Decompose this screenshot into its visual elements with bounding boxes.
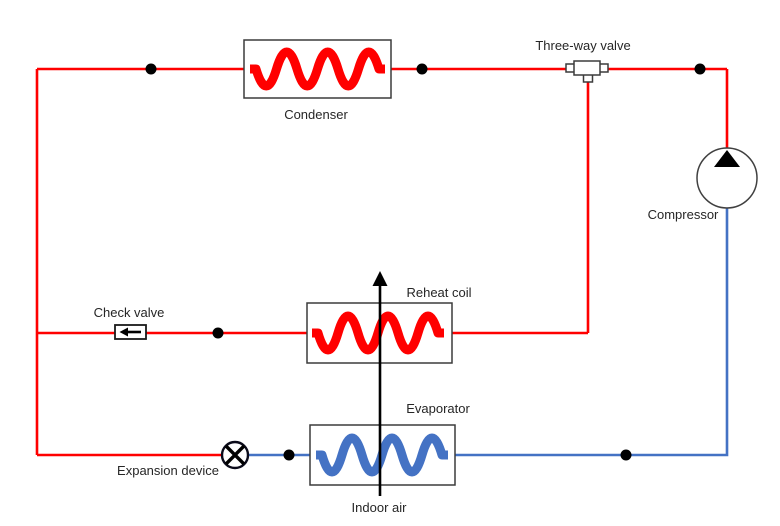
junction-dot (620, 449, 632, 461)
check-valve-arrow-icon (119, 327, 128, 337)
three-way-valve-body (573, 60, 601, 76)
junction-dot (283, 449, 295, 461)
junction-dot (416, 63, 428, 75)
three-way-valve-label: Three-way valve (535, 38, 630, 53)
three-way-valve: Three-way valve (535, 38, 631, 83)
condenser: Condenser (243, 39, 392, 122)
junction-dot (212, 327, 224, 339)
reheat-coil: Reheat coil (306, 285, 472, 364)
expansion-device: Expansion device (117, 440, 250, 478)
condenser-label: Condenser (284, 107, 348, 122)
expansion-device-label: Expansion device (117, 463, 219, 478)
junction-dot (145, 63, 157, 75)
evaporator-label: Evaporator (406, 401, 470, 416)
compressor-triangle-icon (714, 150, 740, 167)
evaporator-coil (316, 433, 448, 477)
indoor-air-arrow-icon (372, 271, 388, 286)
junction-dot (694, 63, 706, 75)
compressor-body (696, 147, 758, 209)
indoor-air-flow: Indoor air (352, 271, 408, 515)
cold-line-evaporator-to-compressor (455, 206, 729, 457)
expansion-device-x-icon (224, 444, 246, 466)
indoor-air-label: Indoor air (352, 500, 408, 515)
compressor-label: Compressor (648, 207, 719, 222)
condenser-coil (250, 47, 385, 91)
evaporator: Evaporator (309, 401, 470, 486)
compressor: Compressor (648, 147, 758, 222)
reheat-coil-label: Reheat coil (406, 285, 471, 300)
check-valve-label: Check valve (94, 305, 165, 320)
reheat-coil-coil (312, 311, 444, 355)
check-valve: Check valve (94, 305, 165, 340)
